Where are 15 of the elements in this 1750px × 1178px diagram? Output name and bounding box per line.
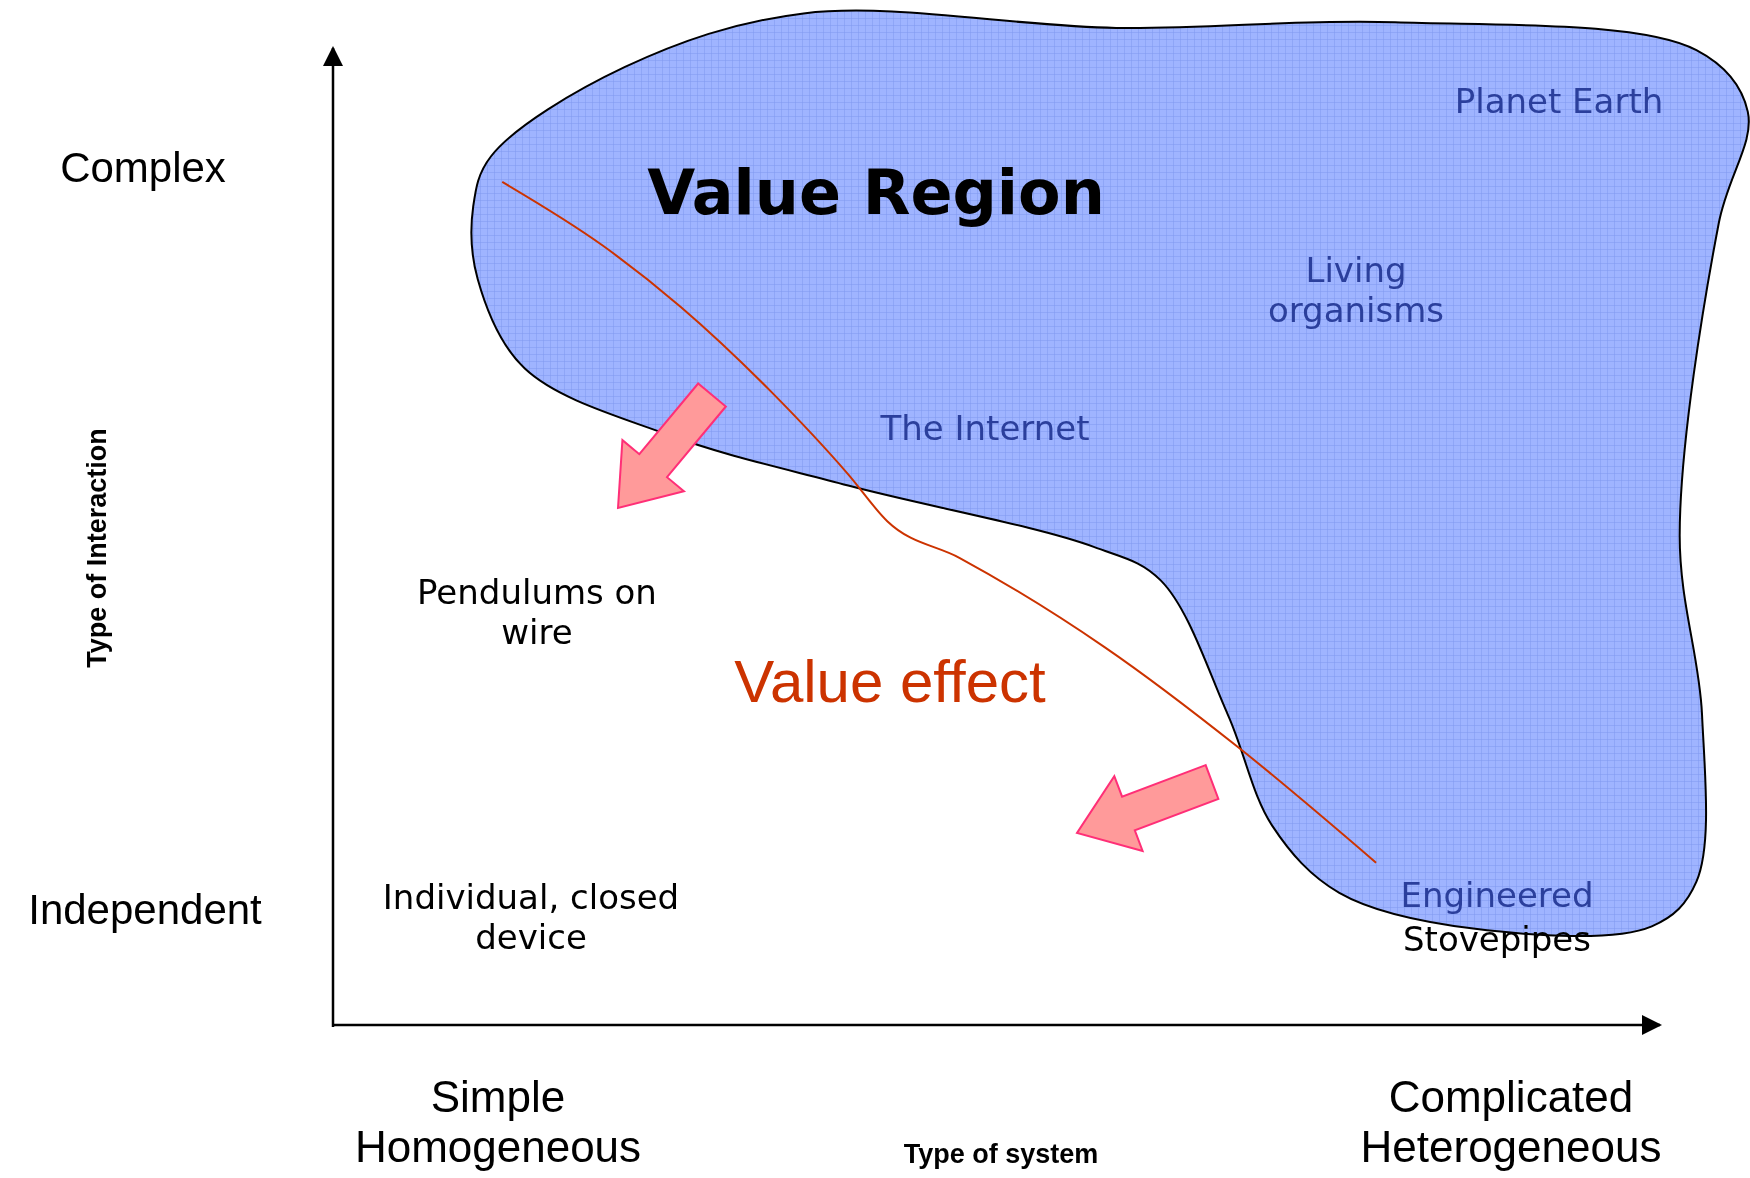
region-title: Value Region	[647, 155, 1105, 229]
axis-title: Type of system	[903, 1138, 1099, 1170]
effect-label: Value effect	[734, 646, 1046, 716]
system-example: Pendulums on wire	[416, 572, 658, 652]
system-example: Stovepipes	[1403, 919, 1591, 959]
system-example: Engineered	[1400, 875, 1594, 915]
region-label: The Internet	[880, 408, 1090, 448]
axis-title: Type of Interaction	[81, 428, 113, 668]
axis-level-label: Independent	[28, 886, 262, 934]
axis-level-label: Complicated Heterogeneous	[1359, 1072, 1663, 1172]
region-label: Planet Earth	[1454, 81, 1664, 121]
axis-level-label: Simple Homogeneous	[353, 1072, 643, 1172]
system-example: Individual, closed device	[381, 877, 681, 957]
region-label: Living organisms	[1266, 250, 1446, 330]
axis-level-label: Complex	[60, 144, 226, 192]
